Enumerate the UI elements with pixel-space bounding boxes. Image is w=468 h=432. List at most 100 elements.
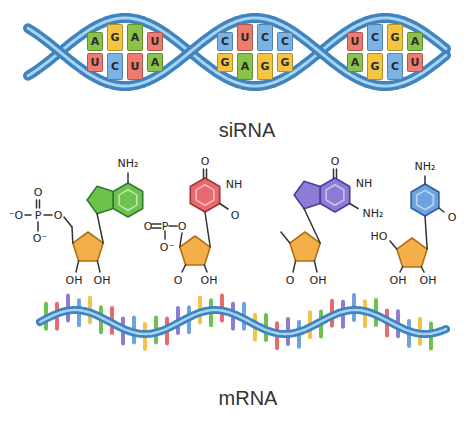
base-letter: U xyxy=(411,57,420,68)
ribose-ring xyxy=(290,232,320,261)
uracil-ring xyxy=(190,178,219,212)
base-letter: A xyxy=(241,61,250,72)
base-letter: G xyxy=(220,57,229,68)
bond-line xyxy=(206,169,208,178)
atom-label: NH₂ xyxy=(363,208,384,219)
helix-highlight xyxy=(28,18,446,86)
bond-line xyxy=(64,217,72,227)
ribose-ring xyxy=(397,238,427,267)
base-letter: G xyxy=(260,61,269,72)
base-block: C xyxy=(367,24,383,51)
base-block: G xyxy=(217,53,233,72)
molecule-title: mRNA xyxy=(219,388,278,408)
base-block: A xyxy=(347,53,363,72)
atom-label: O xyxy=(231,210,240,221)
base-block: C xyxy=(217,32,233,51)
bond-line xyxy=(127,173,129,183)
atom-label: P xyxy=(162,221,169,232)
base-block: C xyxy=(387,53,403,80)
bond-line xyxy=(97,214,103,243)
bond-line xyxy=(180,233,182,247)
bond-line xyxy=(314,261,317,272)
base-letter: A xyxy=(151,57,160,68)
base-letter: G xyxy=(370,61,379,72)
uracil-ring-shine xyxy=(196,185,214,205)
base-letter: A xyxy=(411,36,420,47)
atom-label: O xyxy=(286,275,295,286)
guanine-six-ring xyxy=(320,178,349,212)
atom-label: NH xyxy=(356,178,373,189)
mrna-strand xyxy=(40,295,446,349)
sirna-helix xyxy=(28,18,446,86)
base-block: A xyxy=(147,53,163,72)
atom-label: O xyxy=(178,221,187,232)
atom-label: HO xyxy=(371,231,388,242)
atom-label: O⁻ xyxy=(160,242,174,253)
atom-label: OH xyxy=(390,275,407,286)
molecule-title: siRNA xyxy=(219,120,276,140)
base-letter: G xyxy=(390,32,399,43)
base-block: G xyxy=(387,24,403,51)
adenine-ring-shine xyxy=(119,190,137,210)
bond-line xyxy=(220,204,228,210)
base-letter: U xyxy=(91,57,100,68)
atom-label: O xyxy=(331,156,340,167)
base-block: U xyxy=(127,53,143,80)
base-block: C xyxy=(277,32,293,51)
base-letter: U xyxy=(351,36,360,47)
bond-line xyxy=(304,209,320,243)
bond-line xyxy=(39,200,41,208)
bond-line xyxy=(439,208,444,212)
bond-line xyxy=(25,214,31,216)
bond-line xyxy=(293,261,296,272)
cytosine-ring xyxy=(411,184,439,216)
guanine-ring-shine xyxy=(326,185,344,205)
bond-line xyxy=(400,267,403,272)
adenine-five-ring xyxy=(87,186,113,214)
cytosine-ring-shine xyxy=(417,190,434,209)
bond-line xyxy=(203,169,205,178)
bond-line xyxy=(76,261,79,272)
atom-label: O xyxy=(201,156,210,167)
adenine-six-ring xyxy=(113,183,142,217)
base-block: C xyxy=(107,53,123,80)
base-letter: G xyxy=(280,57,289,68)
ribose-ring xyxy=(73,232,103,261)
base-block: A xyxy=(87,32,103,51)
bond-line xyxy=(424,176,426,184)
bond-line xyxy=(36,200,38,208)
ribose-ring xyxy=(180,236,210,265)
helix-backbone xyxy=(28,18,446,86)
bond-line xyxy=(390,241,397,249)
bond-line xyxy=(333,169,335,178)
base-letter: C xyxy=(281,36,289,47)
bond-line xyxy=(164,231,166,239)
nucleotide-structures xyxy=(25,169,444,272)
base-block: U xyxy=(407,53,423,72)
base-letter: U xyxy=(131,61,140,72)
atom-label: P xyxy=(35,210,42,221)
bond-line xyxy=(169,225,177,227)
bond-line xyxy=(37,222,39,231)
atom-label: O xyxy=(144,221,153,232)
helix-backbone xyxy=(28,18,446,86)
atom-label: OH xyxy=(66,275,83,286)
bond-line xyxy=(421,267,424,272)
base-block: U xyxy=(147,32,163,51)
base-letter: U xyxy=(241,32,250,43)
base-block: U xyxy=(87,53,103,72)
bond-line xyxy=(152,227,161,229)
bond-line xyxy=(44,214,52,216)
atom-label: OH xyxy=(94,275,111,286)
base-letter: G xyxy=(110,32,119,43)
base-block: G xyxy=(257,53,273,80)
base-block: G xyxy=(367,53,383,80)
guanine-five-ring xyxy=(294,181,320,209)
bond-line xyxy=(350,204,358,209)
atom-label: NH₂ xyxy=(415,161,436,172)
bond-line xyxy=(71,227,73,243)
bond-line xyxy=(152,223,161,225)
bond-line xyxy=(336,169,338,178)
base-letter: A xyxy=(91,36,100,47)
